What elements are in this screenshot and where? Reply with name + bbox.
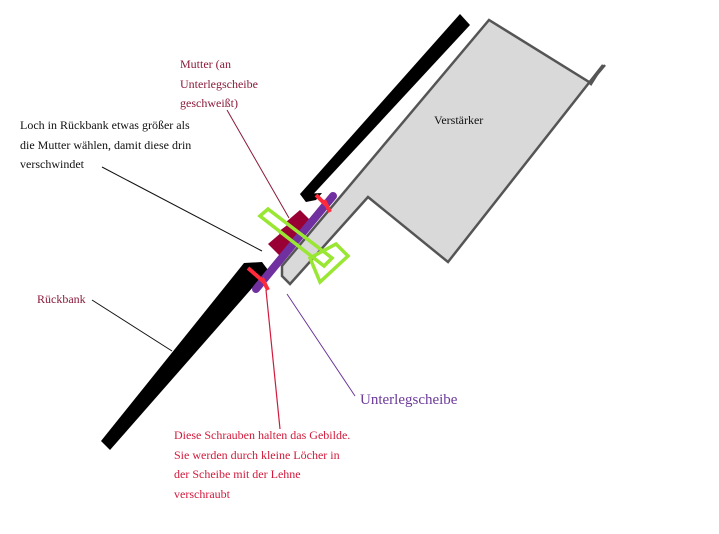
leader-lines [91, 109, 356, 430]
rueckbank-shape [101, 14, 470, 450]
schrauben-shapes [246, 193, 332, 291]
schrauben-label: Diese Schrauben halten das Gebilde. Sie … [174, 428, 351, 501]
verstaerker-label: Verstärker [434, 113, 484, 127]
highlight-boxes [257, 206, 351, 285]
verstaerker-shape [280, 18, 606, 286]
mutter-label: Mutter (an Unterlegscheibe geschweißt) [180, 57, 258, 110]
rueckbank-label: Rückbank [37, 292, 86, 306]
loch-label: Loch in Rückbank etwas größer als die Mu… [20, 118, 192, 171]
unterlegscheibe-label: Unterlegscheibe [360, 392, 458, 408]
